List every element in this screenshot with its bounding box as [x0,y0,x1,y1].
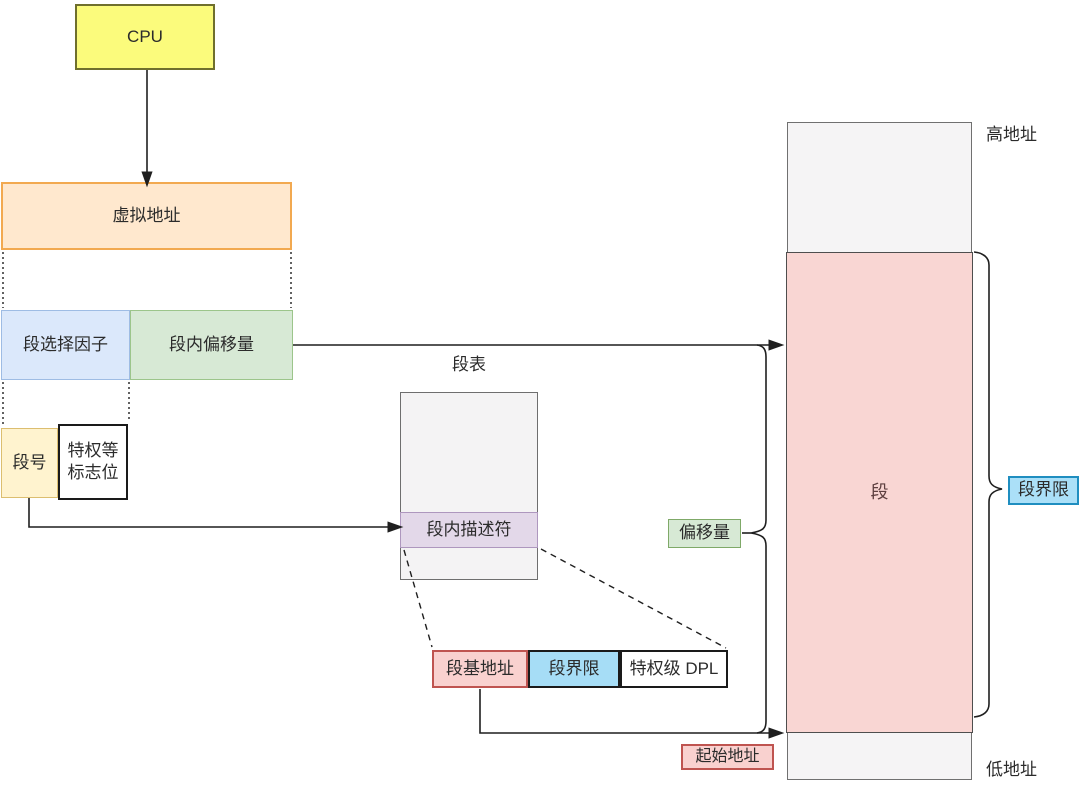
high-address-label: 高地址 [986,124,1037,144]
cpu-box: CPU [75,4,215,70]
segment-selector-label: 段选择因子 [23,334,108,354]
segment-offset-box: 段内偏移量 [130,310,293,380]
segment-block: 段 [786,252,973,733]
cpu-label: CPU [127,26,163,46]
virtual-address-label: 虚拟地址 [112,205,181,225]
segment-number-box: 段号 [1,428,58,498]
privilege-dpl-box: 特权级 DPL [620,650,728,688]
segment-block-label: 段 [870,481,889,502]
privilege-flags-line1: 特权等 [67,440,119,460]
privilege-flags-box: 特权等 标志位 [58,424,128,500]
privilege-flags-line2: 标志位 [67,463,119,482]
offset-annotation: 偏移量 [668,519,741,548]
segment-table-title: 段表 [452,354,486,374]
segment-table-box [400,392,538,580]
segment-descriptor-row: 段内描述符 [400,512,538,548]
offset-brace [750,344,767,734]
base-address-to-segment-arrow [479,689,785,739]
segment-limit-field-label: 段界限 [548,658,600,678]
low-address-label: 低地址 [986,759,1037,779]
segment-base-address-label: 段基地址 [446,658,514,678]
segment-number-to-table-arrow [28,498,404,533]
privilege-dpl-label: 特权级 DPL [629,658,719,678]
segment-descriptor-label: 段内描述符 [426,519,512,539]
segment-limit-brace [973,251,1003,718]
descriptor-expand-right-dashed-line [540,548,727,649]
segment-offset-label: 段内偏移量 [169,334,254,354]
start-address-annotation: 起始地址 [681,744,774,770]
segment-limit-annotation: 段界限 [1008,476,1079,505]
segment-limit-box: 段界限 [528,650,620,688]
segment-base-address-box: 段基地址 [432,650,528,688]
segment-selector-box: 段选择因子 [1,310,130,380]
segment-number-label: 段号 [12,452,47,472]
virtual-address-box: 虚拟地址 [1,182,292,250]
